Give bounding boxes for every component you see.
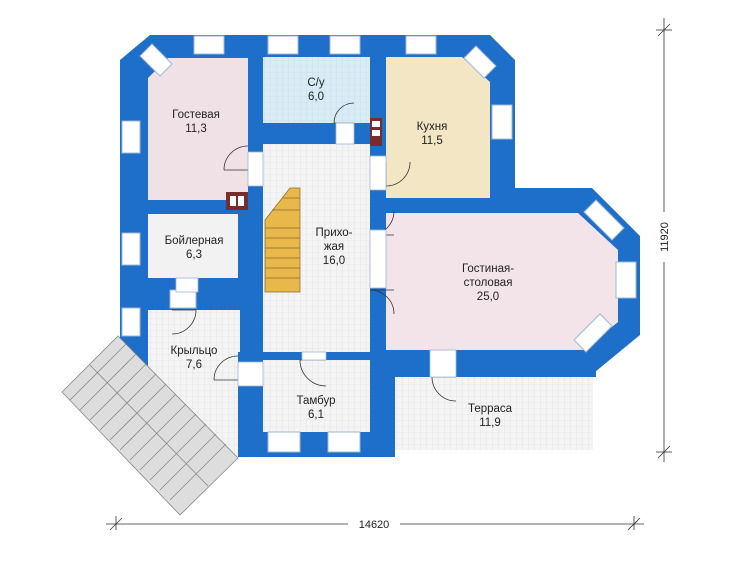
hall-area: 16,0: [323, 255, 345, 267]
door-swing: [171, 309, 197, 335]
living-room-area: 25,0: [477, 291, 499, 303]
bathroom-area: 6,0: [308, 91, 324, 103]
window: [615, 261, 637, 299]
guest-room-name: Гостевая: [172, 109, 220, 121]
guest-room-area: 11,3: [185, 123, 207, 135]
living-room-floor: [386, 213, 618, 350]
door-swing: [213, 355, 239, 381]
hall-name-line1: Прихо-: [316, 227, 353, 239]
windows: [121, 35, 637, 453]
chimney: [226, 192, 248, 210]
boiler-room-name: Бойлерная: [165, 235, 224, 247]
chimneys: [226, 118, 382, 210]
living-room-name-line1: Гостиная-: [462, 263, 514, 275]
guest-room-floor: [148, 58, 248, 200]
vestibule-floor: [263, 360, 370, 432]
height-dimension: 11920: [659, 222, 671, 252]
kitchen-floor: [386, 57, 490, 198]
terrace-floor: [395, 377, 593, 450]
window: [169, 289, 197, 309]
bathroom-name: С/у: [307, 77, 325, 89]
porch-name: Крыльцо: [171, 345, 218, 357]
room-labels: Гостевая 11,3 С/у 6,0 Кухня 11,5 Бойлерн…: [165, 77, 515, 429]
window: [405, 35, 437, 55]
window: [329, 35, 361, 55]
window: [583, 199, 625, 241]
hall-name-line2: жая: [324, 241, 344, 253]
window: [193, 35, 225, 55]
bathroom-floor: [263, 57, 370, 123]
window: [121, 307, 141, 337]
width-dimension: 14620: [359, 519, 390, 531]
vestibule-name: Тамбур: [296, 395, 335, 407]
terrace-area: 11,9: [479, 417, 501, 429]
door-openings: [175, 122, 457, 387]
window: [463, 45, 497, 79]
kitchen-name: Кухня: [417, 121, 448, 133]
window: [491, 104, 513, 140]
window: [573, 313, 613, 353]
kitchen-area: 11,5: [421, 135, 443, 147]
door-swing: [223, 145, 249, 171]
room-floors: [148, 57, 618, 458]
window: [267, 431, 301, 453]
vestibule-area: 6,1: [308, 409, 324, 421]
boiler-room-floor: [148, 214, 238, 278]
window: [139, 43, 173, 77]
window: [121, 120, 141, 154]
window: [267, 35, 299, 55]
boiler-room-area: 6,3: [186, 249, 202, 261]
door-swing: [369, 289, 395, 315]
staircase: [264, 187, 301, 293]
porch-steps: [61, 335, 239, 516]
doors: [171, 102, 457, 402]
living-room-name-line2: столовая: [464, 277, 513, 289]
porch-area: 7,6: [186, 359, 202, 371]
window: [121, 232, 141, 266]
terrace-name: Терраса: [468, 403, 513, 415]
window: [327, 431, 361, 453]
